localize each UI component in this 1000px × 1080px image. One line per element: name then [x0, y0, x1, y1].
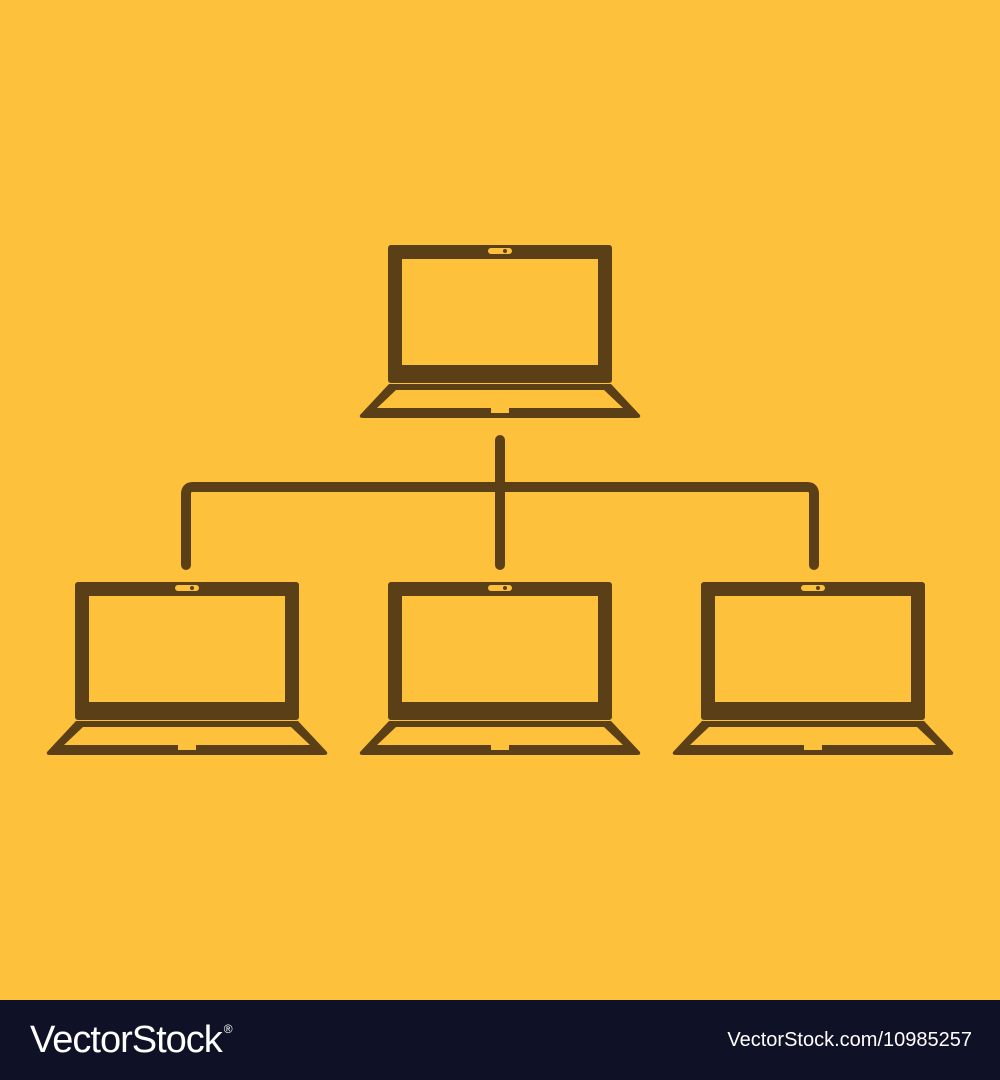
webcam	[175, 585, 199, 591]
laptop-keyboard	[377, 727, 623, 745]
webcam	[488, 585, 512, 591]
laptop-trackpad	[804, 745, 822, 750]
brand-name: VectorStock	[30, 1019, 223, 1061]
webcam-lens	[503, 249, 507, 253]
laptop-center	[359, 582, 641, 755]
webcam-lens	[816, 586, 820, 590]
registered-mark: ®	[223, 1022, 233, 1036]
laptop-right	[672, 582, 954, 755]
laptop-top	[359, 245, 641, 418]
laptop-keyboard	[377, 390, 623, 408]
laptop-trackpad	[178, 745, 196, 750]
webcam	[488, 248, 512, 254]
image-reference: VectorStock.com/10985257	[727, 1029, 972, 1051]
connector-branch	[181, 482, 819, 570]
laptop-screen	[402, 596, 598, 702]
laptop-trackpad	[491, 745, 509, 750]
footer-bar: VectorStock ® VectorStock.com/10985257	[0, 1000, 1000, 1080]
network-diagram	[0, 0, 1000, 1000]
laptop-keyboard	[690, 727, 936, 745]
laptop-trackpad	[491, 408, 509, 413]
webcam-lens	[190, 586, 194, 590]
laptop-screen	[402, 259, 598, 365]
laptop-keyboard	[64, 727, 310, 745]
laptop-screen	[89, 596, 285, 702]
webcam	[801, 585, 825, 591]
webcam-lens	[503, 586, 507, 590]
laptop-left	[46, 582, 328, 755]
laptop-screen	[715, 596, 911, 702]
brand-logo: VectorStock ®	[30, 1021, 233, 1059]
connector-tree	[181, 435, 819, 570]
